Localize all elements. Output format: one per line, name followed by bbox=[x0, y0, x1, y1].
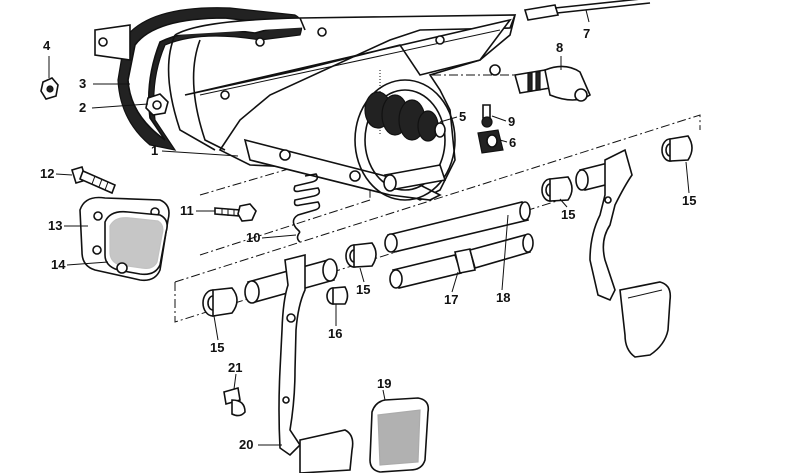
callout-9: 9 bbox=[508, 114, 515, 129]
push-rod bbox=[523, 0, 651, 21]
callout-11: 11 bbox=[180, 203, 194, 218]
callout-14: 14 bbox=[51, 257, 66, 272]
clutch-pedal bbox=[575, 148, 672, 358]
stop-screw bbox=[223, 386, 246, 417]
callout-4: 4 bbox=[43, 38, 51, 53]
cover-plates bbox=[79, 196, 170, 282]
clevis bbox=[513, 65, 592, 102]
callout-15-clutch: 15 bbox=[682, 193, 696, 208]
brake-pedal bbox=[244, 253, 354, 473]
callout-7: 7 bbox=[583, 26, 590, 41]
callout-20: 20 bbox=[239, 437, 253, 452]
callout-1: 1 bbox=[151, 143, 158, 158]
callout-8: 8 bbox=[556, 40, 563, 55]
pedal-pad bbox=[369, 397, 430, 473]
callout-16: 16 bbox=[328, 326, 342, 341]
callout-21: 21 bbox=[228, 360, 242, 375]
nut-and-bolt-left bbox=[40, 77, 169, 116]
rubber-boot bbox=[364, 91, 446, 142]
callout-labels: 4 3 2 1 7 8 5 9 6 12 11 13 14 10 15 15 1… bbox=[40, 26, 696, 452]
callout-10: 10 bbox=[246, 230, 260, 245]
leader-lines bbox=[48, 9, 690, 446]
callout-15-shaft: 15 bbox=[561, 207, 575, 222]
screw-and-bush bbox=[477, 104, 504, 154]
callout-3: 3 bbox=[79, 76, 86, 91]
pedal-shafts bbox=[384, 201, 534, 289]
pedal-bracket-housing bbox=[94, 7, 517, 201]
bolt-and-screw bbox=[70, 166, 257, 222]
callout-18: 18 bbox=[496, 290, 510, 305]
callout-19: 19 bbox=[377, 376, 391, 391]
callout-13: 13 bbox=[48, 218, 62, 233]
callout-15-mid: 15 bbox=[356, 282, 370, 297]
callout-5: 5 bbox=[459, 109, 466, 124]
return-spring bbox=[292, 173, 321, 243]
callout-6: 6 bbox=[509, 135, 516, 150]
callout-17: 17 bbox=[444, 292, 458, 307]
bushings bbox=[202, 135, 693, 317]
callout-2: 2 bbox=[79, 100, 86, 115]
callout-12: 12 bbox=[40, 166, 54, 181]
callout-15-brake: 15 bbox=[210, 340, 224, 355]
